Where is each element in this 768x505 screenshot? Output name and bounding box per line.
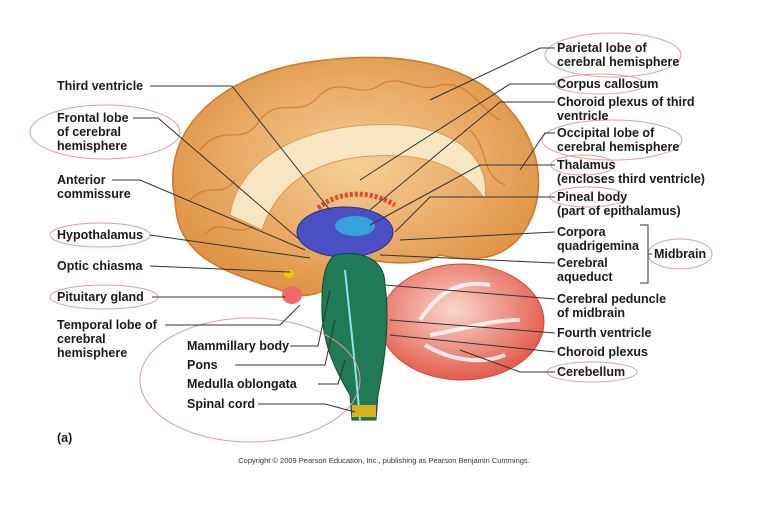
label-pituitary-gland: Pituitary gland [57, 290, 144, 304]
label-medulla-oblongata: Medulla oblongata [187, 377, 297, 391]
label-thalamus: Thalamus(encloses third ventricle) [557, 158, 705, 186]
cerebrum [172, 56, 540, 297]
brainstem [321, 253, 388, 421]
corpus-callosum-red [316, 191, 397, 210]
label-mammillary-body: Mammillary body [187, 339, 290, 353]
label-cerebellum: Cerebellum [557, 365, 626, 379]
label-third-ventricle: Third ventricle [57, 79, 144, 93]
label-optic-chiasma: Optic chiasma [57, 259, 143, 273]
leader-lines [112, 47, 652, 413]
corpus-callosum [229, 123, 487, 231]
copyright-notice: Copyright © 2009 Pearson Education, Inc.… [238, 456, 530, 465]
label-pons: Pons [187, 358, 218, 372]
label-midbrain: Midbrain [654, 247, 707, 261]
figure-tag: (a) [57, 431, 73, 445]
arbor-vitae [418, 281, 521, 363]
label-pineal-body: Pineal body(part of epithalamus) [557, 190, 681, 218]
label-hypothalamus: Hypothalamus [57, 228, 144, 242]
label-choroid-plexus: Choroid plexus [557, 345, 648, 359]
label-corpus-callosum: Corpus callosum [557, 77, 659, 91]
gyri [189, 80, 506, 236]
pituitary [282, 286, 302, 304]
label-fourth-ventricle: Fourth ventricle [557, 326, 652, 340]
label-spinal-cord: Spinal cord [187, 397, 256, 411]
